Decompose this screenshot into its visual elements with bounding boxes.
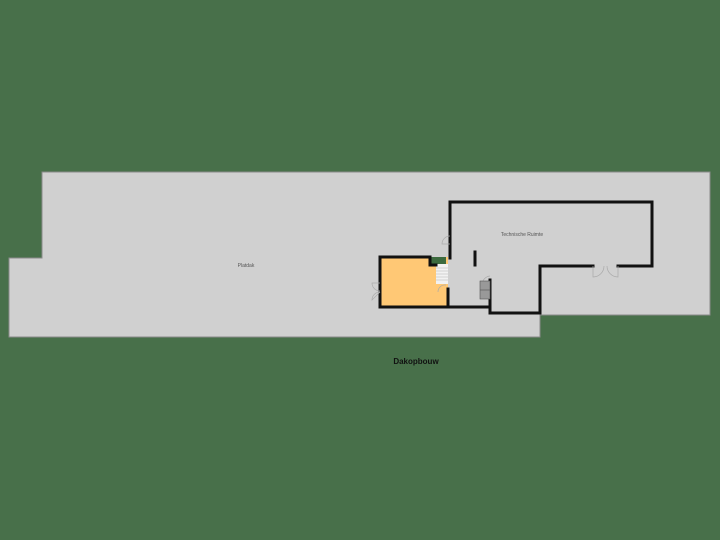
staircase-icon xyxy=(436,264,448,284)
floor-title: Dakopbouw xyxy=(393,357,439,366)
walls xyxy=(378,200,654,315)
door-icons xyxy=(371,235,619,301)
room-label-platdak: Platdak xyxy=(237,263,255,269)
flat-roof-area xyxy=(8,171,711,338)
shaft xyxy=(431,257,446,265)
equipment-icon xyxy=(479,280,491,300)
room-label-technische-ruimte: Technische Ruimte xyxy=(500,232,544,238)
